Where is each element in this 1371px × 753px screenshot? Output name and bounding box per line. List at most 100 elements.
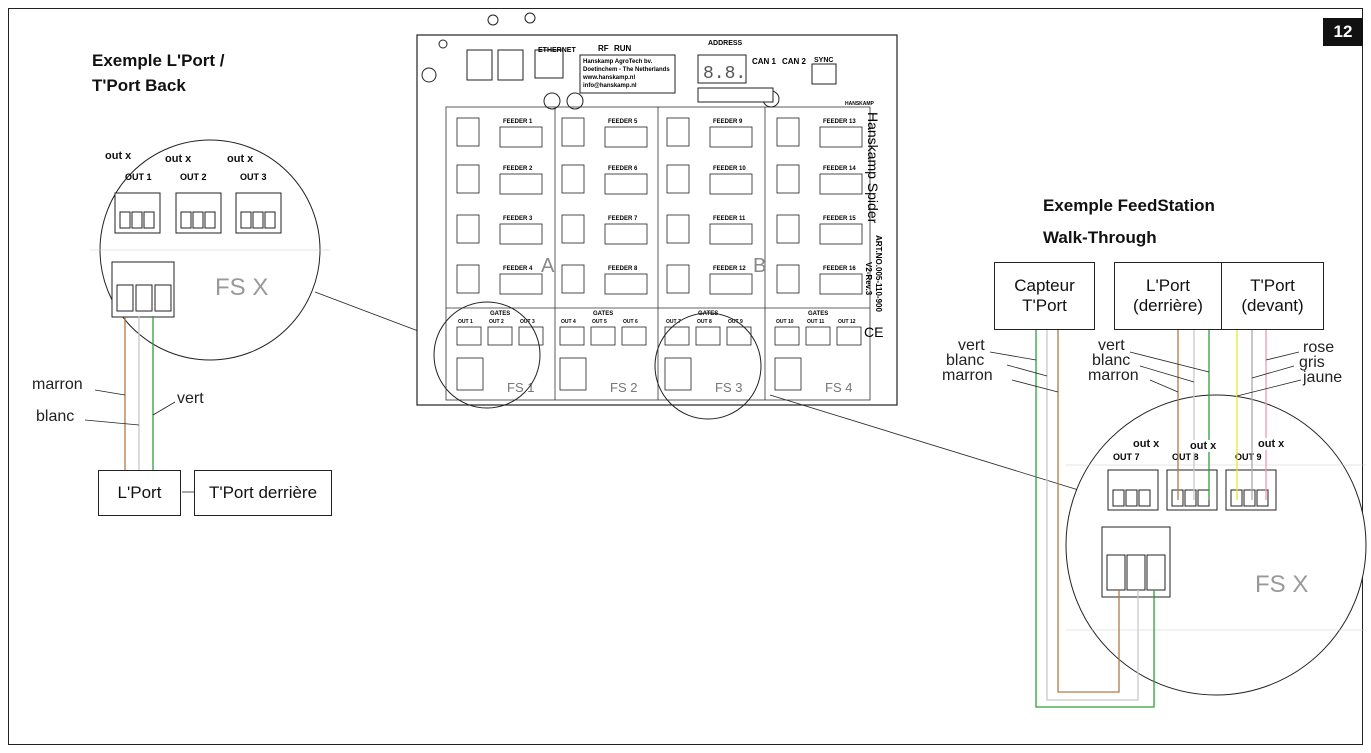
run-label: RUN (614, 44, 632, 53)
gate-out-label: OUT 3 (520, 319, 535, 325)
gate-out-connector (590, 326, 616, 346)
left-out1-label: OUT 1 (125, 172, 152, 182)
fs-label: FS 4 (825, 380, 852, 395)
fs-label: FS 3 (715, 380, 742, 395)
feeder-label: FEEDER 12 (713, 266, 746, 272)
right-right-wire-gris: gris (1299, 354, 1325, 371)
rf-label: RF (598, 44, 609, 53)
group-a-label: A (541, 255, 555, 277)
left-wire-label-marron: marron (32, 376, 83, 393)
feeder-block: FEEDER 7 (561, 214, 648, 245)
gates-label: GATES (808, 311, 828, 317)
fs-label: FS 2 (610, 380, 637, 395)
feeder-block: FEEDER 6 (561, 164, 648, 195)
svg-text:8.8.: 8.8. (703, 64, 746, 84)
right-box-capteur-line2: T'Port (1022, 296, 1067, 315)
feeder-block: FEEDER 10 (666, 164, 753, 195)
product-name: Hanskamp Spider (865, 112, 881, 224)
ethernet-label: ETHERNET (538, 47, 576, 54)
left-wire-label-vert: vert (177, 390, 204, 407)
gate-out-connector (456, 326, 482, 346)
feeder-label: FEEDER 11 (713, 216, 746, 222)
fs-label: FS 1 (507, 380, 534, 395)
gate-out-connector (518, 326, 544, 346)
feeder-label: FEEDER 10 (713, 166, 746, 172)
right-out7-label: OUT 7 (1113, 452, 1140, 462)
feeder-label: FEEDER 1 (503, 119, 533, 125)
feeder-label: FEEDER 13 (823, 119, 856, 125)
right-box-tport-line1: T'Port (1250, 276, 1295, 295)
right-mid-wire-marron: marron (1088, 367, 1139, 384)
right-box-tport-line2: (devant) (1241, 296, 1304, 315)
gate-power-connector (559, 357, 587, 391)
right-box-capteur: Capteur T'Port (994, 262, 1095, 330)
left-out2-label: OUT 2 (180, 172, 207, 182)
right-fs-label: FS X (1255, 571, 1308, 598)
feeder-block: FEEDER 1 (456, 117, 543, 148)
gate-group: GATES OUT 7 OUT 8 OUT 9 FS 3 (664, 311, 752, 395)
board-zoom-circle-fs3 (654, 312, 762, 420)
feeder-block: FEEDER 8 (561, 264, 648, 295)
company-line3: www.hanskamp.nl (582, 75, 635, 81)
gates-label: GATES (490, 311, 510, 317)
gate-out-label: OUT 5 (592, 319, 607, 325)
gate-out-label: OUT 12 (838, 319, 856, 325)
feeder-block: FEEDER 9 (666, 117, 753, 148)
feeder-label: FEEDER 14 (823, 166, 856, 172)
page-frame (8, 8, 1363, 745)
gate-out-connector (805, 326, 831, 346)
feeder-block: FEEDER 4 (456, 264, 543, 295)
right-out8-label: OUT 8 (1172, 452, 1199, 462)
right-out-x-1: out x (1131, 438, 1162, 450)
right-box-lport-line2: (derrière) (1133, 296, 1203, 315)
company-line1: Hanskamp AgroTech bv. (583, 59, 653, 65)
feeder-block: FEEDER 13 (776, 117, 863, 148)
feeder-block: FEEDER 3 (456, 214, 543, 245)
feeder-grid: FEEDER 1 FEEDER 2 FEEDER 3 FEEDER 4 FEEDER 5… (456, 117, 863, 295)
gate-out-label: OUT 7 (666, 319, 681, 325)
right-left-wire-vert: vert (958, 337, 985, 354)
right-box-capteur-line1: Capteur (1014, 276, 1075, 295)
feeder-label: FEEDER 3 (503, 216, 533, 222)
left-example-title-line1: Exemple L'Port / (92, 51, 225, 70)
feeder-label: FEEDER 6 (608, 166, 638, 172)
left-out-x-1: out x (103, 150, 134, 162)
gate-out-connector (836, 326, 862, 346)
gate-out-label: OUT 10 (776, 319, 794, 325)
feeder-label: FEEDER 16 (823, 266, 856, 272)
can1-label: CAN 1 (752, 57, 777, 66)
right-out9-label: OUT 9 (1235, 452, 1262, 462)
feeder-label: FEEDER 2 (503, 166, 533, 172)
gate-out-connector (695, 326, 721, 346)
page-number: 12 (1323, 18, 1363, 46)
right-out-x-2: out x (1188, 440, 1219, 452)
feeder-label: FEEDER 15 (823, 216, 856, 222)
feeder-block: FEEDER 14 (776, 164, 863, 195)
company-line2: Doetinchem - The Netherlands (583, 67, 670, 73)
gate-out-label: OUT 9 (728, 319, 743, 325)
gate-out-label: OUT 2 (489, 319, 504, 325)
article-number: ART.NO.005-110-900 (874, 235, 883, 312)
feeder-label: FEEDER 7 (608, 216, 638, 222)
gates-label: GATES (593, 311, 613, 317)
gate-out-label: OUT 8 (697, 319, 712, 325)
right-out-x-3: out x (1256, 438, 1287, 450)
gate-power-connector (456, 357, 484, 391)
left-box-tport-derriere: T'Port derrière (194, 470, 332, 516)
gate-out-connector (621, 326, 647, 346)
left-example-title-line2: T'Port Back (92, 76, 186, 95)
address-label: ADDRESS (708, 40, 743, 47)
feeder-label: FEEDER 5 (608, 119, 638, 125)
left-wire-label-blanc: blanc (36, 408, 75, 425)
right-right-wire-rose: rose (1303, 339, 1335, 356)
feeder-block: FEEDER 15 (776, 214, 863, 245)
feeder-block: FEEDER 12 (666, 264, 753, 295)
right-box-lport: L'Port (derrière) (1114, 262, 1222, 330)
right-mid-wire-vert: vert (1098, 337, 1125, 354)
company-line4: info@hanskamp.nl (583, 83, 637, 89)
gates-label: GATES (698, 311, 718, 317)
